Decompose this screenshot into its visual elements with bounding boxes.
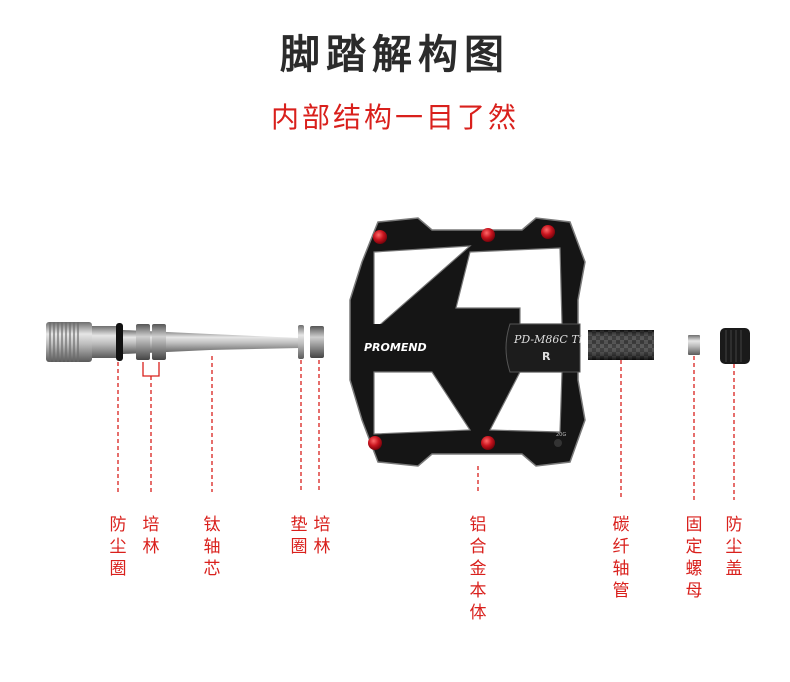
label-ti-spindle: 钛轴芯 bbox=[203, 515, 221, 579]
label-carbon-tube: 碳纤轴管 bbox=[612, 515, 630, 601]
leader-lines bbox=[117, 356, 735, 500]
bolt-top-right bbox=[541, 225, 555, 239]
page-title: 脚踏解构图 bbox=[280, 32, 510, 78]
bolt-top-left bbox=[373, 230, 387, 244]
pedal-body bbox=[349, 217, 586, 467]
label-dust-cap: 防尘盖 bbox=[725, 515, 743, 579]
label-dust-ring: 防尘圈 bbox=[109, 515, 127, 579]
bearing-right-part bbox=[310, 326, 324, 358]
side-mark: R bbox=[542, 350, 551, 363]
bearing-left-part-2 bbox=[152, 324, 166, 360]
label-washer: 垫圈 bbox=[290, 515, 308, 557]
ti-spindle-shaft bbox=[123, 330, 300, 354]
page-subtitle: 内部结构一目了然 bbox=[270, 101, 519, 134]
bolt-top-center bbox=[481, 228, 495, 242]
bolt-bottom-left bbox=[368, 436, 382, 450]
label-lock-nut: 固定螺母 bbox=[685, 515, 703, 601]
dust-ring-part bbox=[116, 323, 123, 361]
dust-cap-part bbox=[720, 328, 750, 364]
brand-text: PROMEND bbox=[364, 341, 427, 354]
model-text: PD-M86C Ti bbox=[513, 333, 582, 346]
label-bearing-left: 培林 bbox=[142, 515, 160, 557]
label-alloy-body: 铝合金本体 bbox=[469, 515, 487, 623]
bolt-bottom-right bbox=[554, 439, 562, 447]
small-mark: 20G bbox=[556, 432, 566, 438]
bolt-bottom-center bbox=[481, 436, 495, 450]
lock-nut-part bbox=[688, 335, 700, 355]
washer-part bbox=[298, 325, 304, 359]
bearing-left-part-1 bbox=[136, 324, 150, 360]
carbon-tube-part bbox=[588, 330, 654, 360]
label-bearing-right: 培林 bbox=[313, 515, 331, 557]
spindle-thread bbox=[46, 322, 116, 362]
